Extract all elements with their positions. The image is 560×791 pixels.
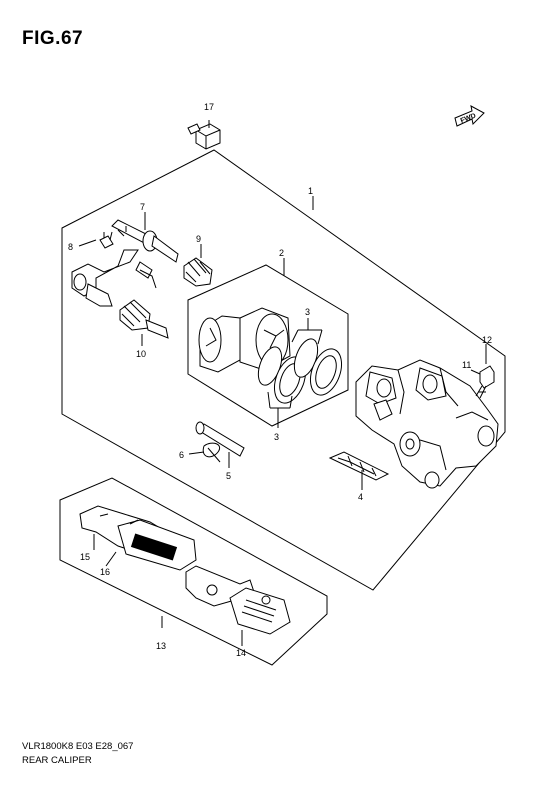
- callout-17: 17: [204, 102, 214, 112]
- callout-4: 4: [358, 492, 363, 502]
- callout-7: 7: [140, 202, 145, 212]
- callout-8: 8: [68, 242, 73, 252]
- pad-set-outline: [59, 477, 328, 666]
- figure-title: FIG.67: [22, 28, 84, 49]
- callout-3-upper: 3: [305, 307, 310, 317]
- caliper-pistons: [198, 307, 291, 373]
- callout-6: 6: [179, 450, 184, 460]
- callout-10: 10: [136, 349, 146, 359]
- caliper-body: [355, 359, 499, 489]
- callout-16: 16: [100, 567, 110, 577]
- callout-12: 12: [482, 335, 492, 345]
- part-8-clip: [99, 231, 114, 249]
- part-10-pin: [119, 299, 169, 339]
- callout-3-lower: 3: [274, 432, 279, 442]
- part-4-pad-spring: [328, 451, 390, 481]
- callout-14: 14: [236, 648, 246, 658]
- part-14-brake-pad: [185, 565, 291, 635]
- part-3-piston-seals: [257, 338, 343, 404]
- callout-5: 5: [226, 471, 231, 481]
- seal-kit-outline: [187, 264, 349, 427]
- part-6-clip: [202, 442, 221, 463]
- callout-11: 11: [462, 360, 471, 370]
- part-11-12-bleeder: [475, 365, 495, 399]
- diagram-name: REAR CALIPER: [22, 755, 92, 766]
- part-5-pad-pin: [195, 421, 245, 457]
- forward-arrow-icon: FWD: [454, 105, 485, 127]
- caliper-assembly-outline: [61, 149, 506, 591]
- part-15-16-brake-pad: [79, 505, 197, 571]
- part-7-slide-pin: [111, 219, 179, 263]
- part-17-bleeder-cap: [187, 123, 221, 150]
- diagram-code: VLR1800K8 E03 E28_067: [22, 741, 134, 752]
- leader-lines: [78, 120, 487, 646]
- callout-15: 15: [80, 552, 90, 562]
- part-9-pin-boot: [183, 257, 213, 287]
- callout-labels: 17 1 2 7 8 9 10 3 3 12 11 6 5 4 15 16 13…: [68, 102, 492, 658]
- callout-1: 1: [308, 186, 313, 196]
- caliper-bracket: [71, 249, 157, 307]
- callout-2: 2: [279, 248, 284, 258]
- callout-9: 9: [196, 234, 201, 244]
- callout-13: 13: [156, 641, 166, 651]
